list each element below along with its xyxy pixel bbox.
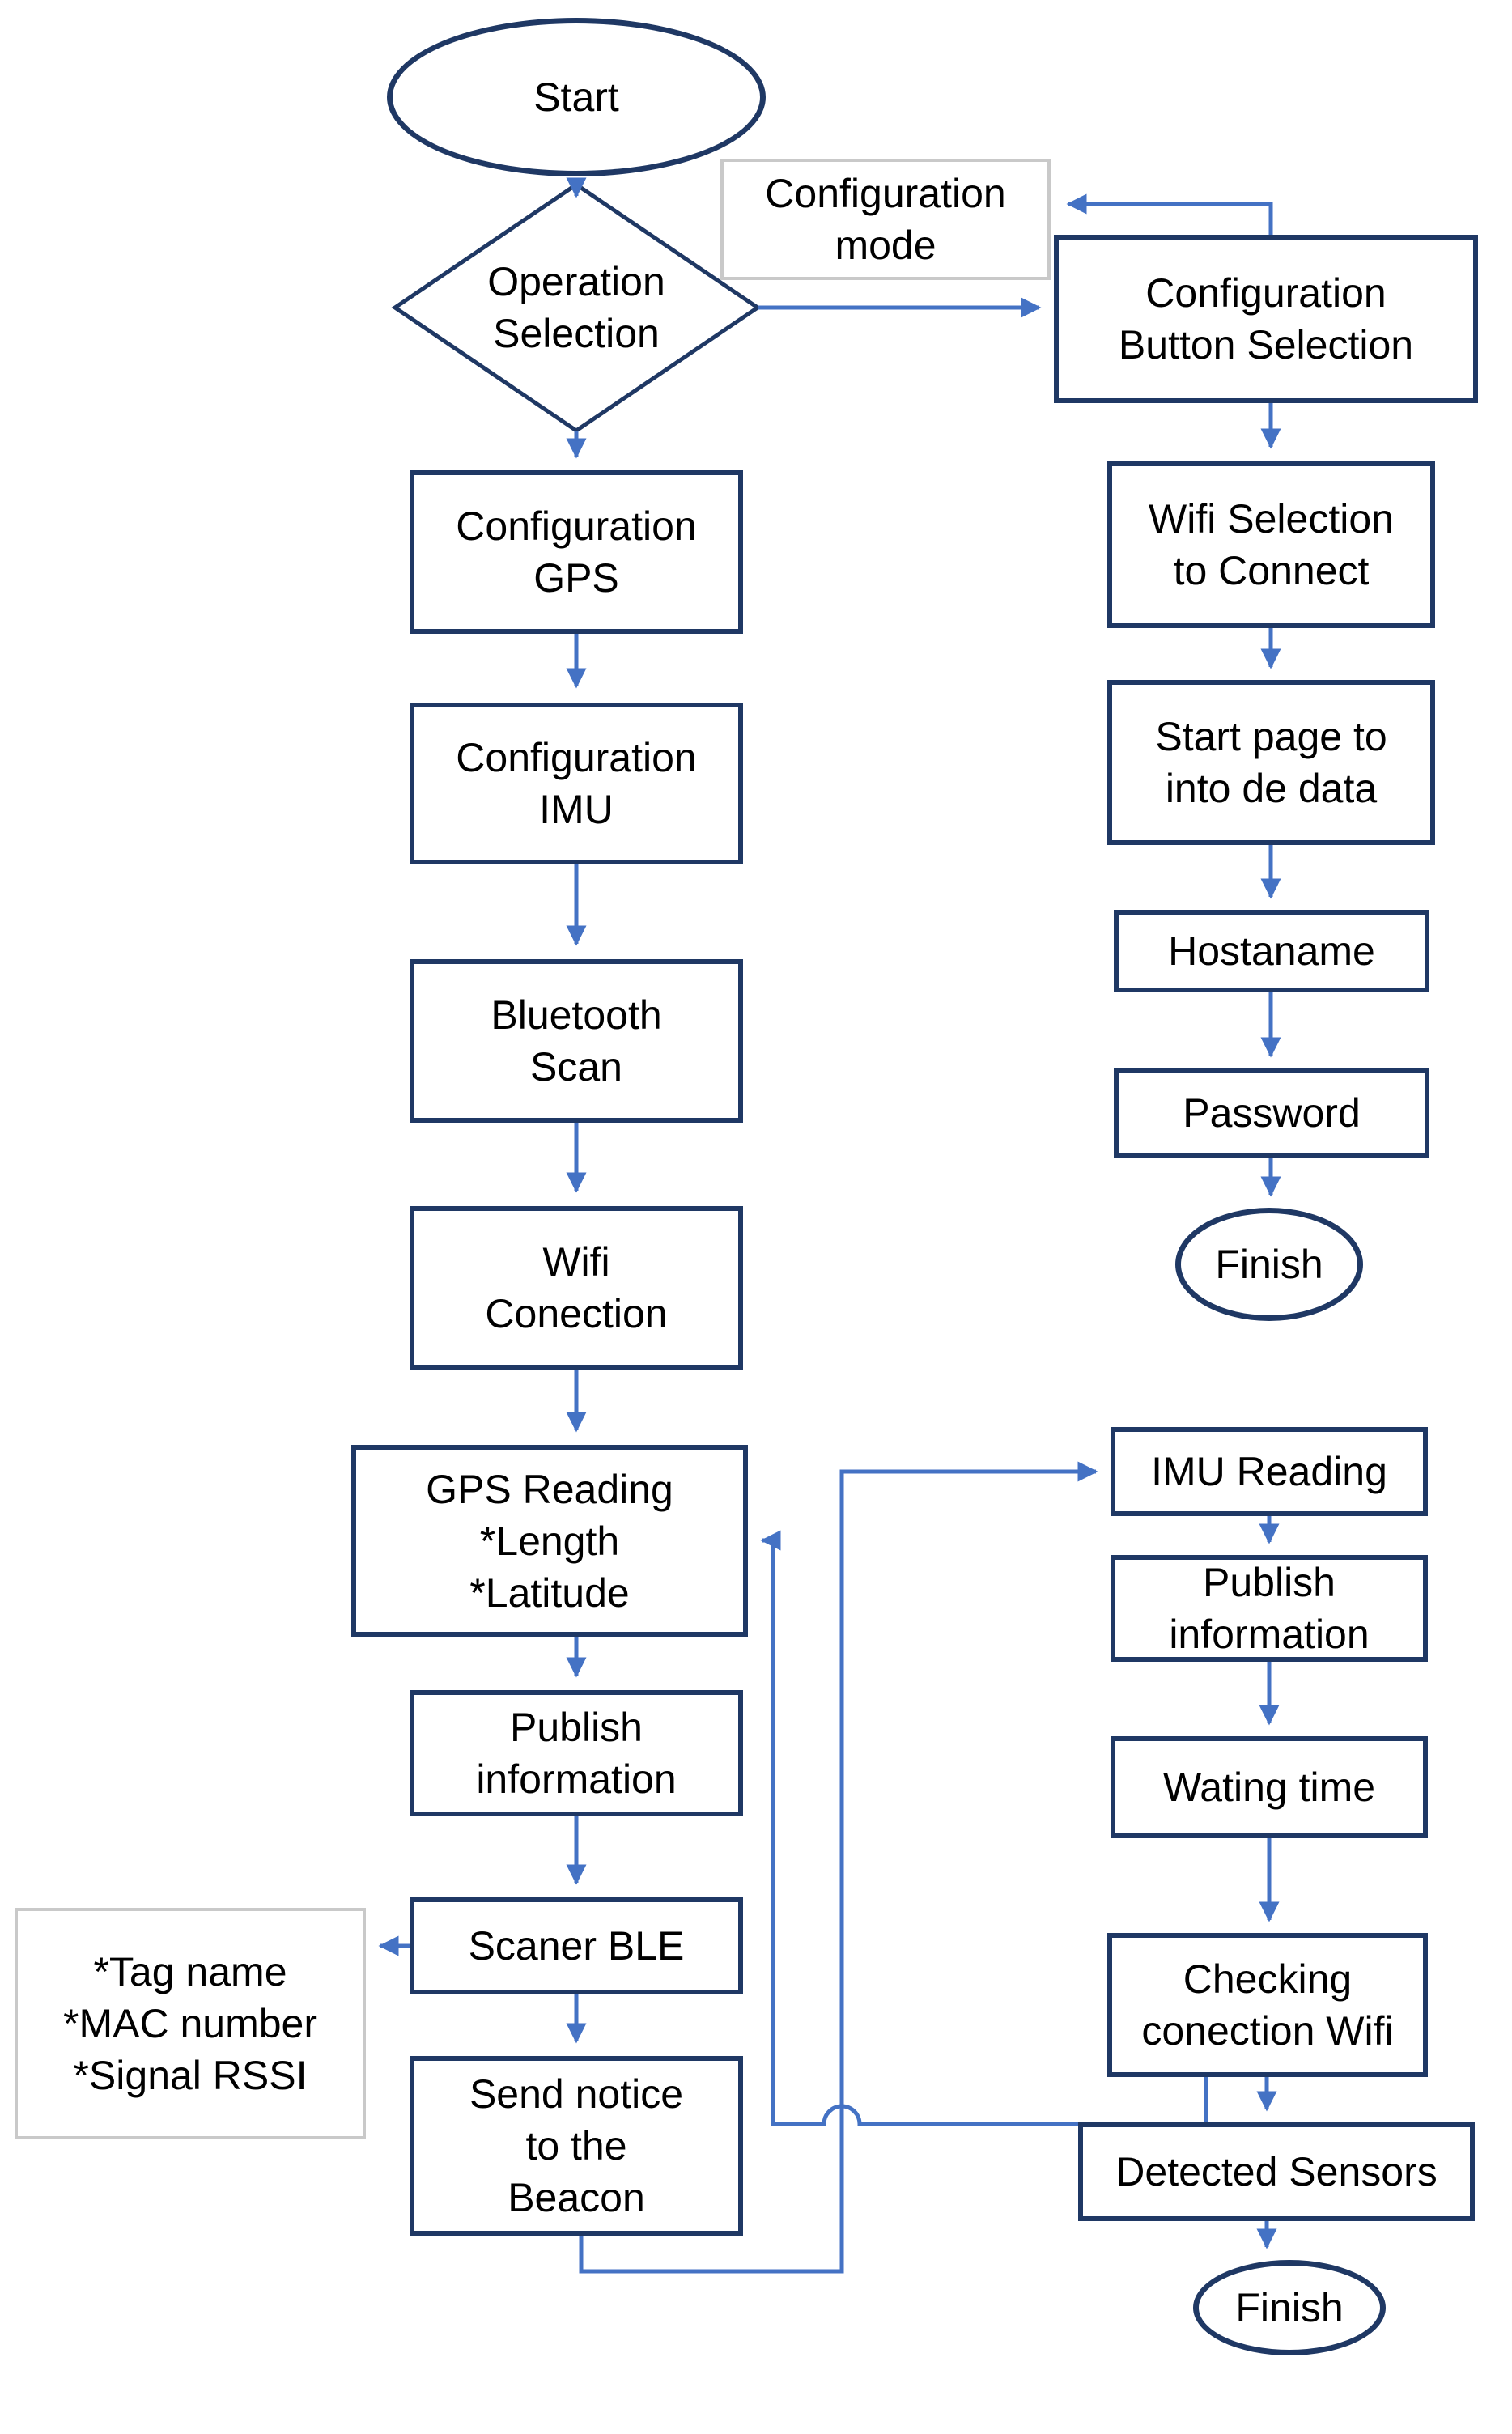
node-publish-information-right: Publish information xyxy=(1111,1555,1428,1662)
node-configuration-button: Configuration Button Selection xyxy=(1054,235,1478,403)
node-configuration-button-label: Configuration Button Selection xyxy=(1118,270,1414,367)
node-configuration-mode-label: Configuration mode xyxy=(765,171,1006,268)
node-operation-selection-label: Operation Selection xyxy=(487,259,665,356)
node-bluetooth-scan-label: Bluetooth Scan xyxy=(491,992,662,1090)
node-scaner-ble-label: Scaner BLE xyxy=(468,1923,685,1969)
edge-checking-wifi-to-gps-reading xyxy=(760,1530,1208,2126)
node-wating-time-label: Wating time xyxy=(1162,1765,1376,1810)
node-gps-reading-label: GPS Reading *Length *Latitude xyxy=(426,1466,673,1616)
node-finish-top: Finish xyxy=(1175,1208,1363,1321)
node-tag-info-label: *Tag name *MAC number *Signal RSSI xyxy=(63,1949,317,2098)
node-configuration-gps: Configuration GPS xyxy=(410,470,743,634)
node-gps-reading: GPS Reading *Length *Latitude xyxy=(351,1445,748,1637)
node-finish-bottom: Finish xyxy=(1193,2260,1386,2355)
node-hostaname-label: Hostaname xyxy=(1168,928,1375,974)
node-imu-reading-label: IMU Reading xyxy=(1151,1449,1387,1494)
node-publish-information-left-label: Publish information xyxy=(476,1705,677,1802)
node-imu-reading: IMU Reading xyxy=(1111,1427,1428,1516)
node-start-label: Start xyxy=(533,74,619,120)
node-send-notice-label: Send notice to the Beacon xyxy=(469,2071,684,2220)
node-send-notice: Send notice to the Beacon xyxy=(410,2056,743,2236)
node-tag-info: *Tag name *MAC number *Signal RSSI xyxy=(15,1908,366,2139)
node-start: Start xyxy=(387,18,766,176)
node-wifi-conection-label: Wifi Conection xyxy=(485,1239,668,1336)
node-configuration-gps-label: Configuration GPS xyxy=(456,503,697,601)
node-configuration-mode: Configuration mode xyxy=(720,159,1051,280)
node-checking-wifi: Checking conection Wifi xyxy=(1107,1933,1428,2077)
node-checking-wifi-label: Checking conection Wifi xyxy=(1141,1956,1394,2054)
node-password-label: Password xyxy=(1183,1090,1361,1136)
node-wifi-selection: Wifi Selection to Connect xyxy=(1107,461,1435,628)
node-publish-information-left: Publish information xyxy=(410,1690,743,1816)
node-wating-time: Wating time xyxy=(1111,1736,1428,1838)
node-wifi-selection-label: Wifi Selection to Connect xyxy=(1149,496,1394,593)
node-hostaname: Hostaname xyxy=(1114,910,1429,992)
node-detected-sensors-label: Detected Sensors xyxy=(1115,2149,1438,2194)
node-password: Password xyxy=(1114,1068,1429,1158)
node-operation-selection: Operation Selection xyxy=(390,204,762,411)
edge-configuration-button-to-configuration-mode xyxy=(1066,193,1273,235)
node-scaner-ble: Scaner BLE xyxy=(410,1897,743,1994)
node-publish-information-right-label: Publish information xyxy=(1169,1560,1370,1657)
node-finish-top-label: Finish xyxy=(1215,1242,1323,1287)
node-detected-sensors: Detected Sensors xyxy=(1078,2122,1475,2221)
node-start-page: Start page to into de data xyxy=(1107,680,1435,845)
node-finish-bottom-label: Finish xyxy=(1235,2285,1344,2330)
edge-send-notice-to-imu-reading xyxy=(579,1461,1098,2274)
node-bluetooth-scan: Bluetooth Scan xyxy=(410,959,743,1123)
node-start-page-label: Start page to into de data xyxy=(1155,714,1387,811)
node-wifi-conection: Wifi Conection xyxy=(410,1206,743,1370)
node-configuration-imu: Configuration IMU xyxy=(410,703,743,864)
node-configuration-imu-label: Configuration IMU xyxy=(456,735,697,832)
